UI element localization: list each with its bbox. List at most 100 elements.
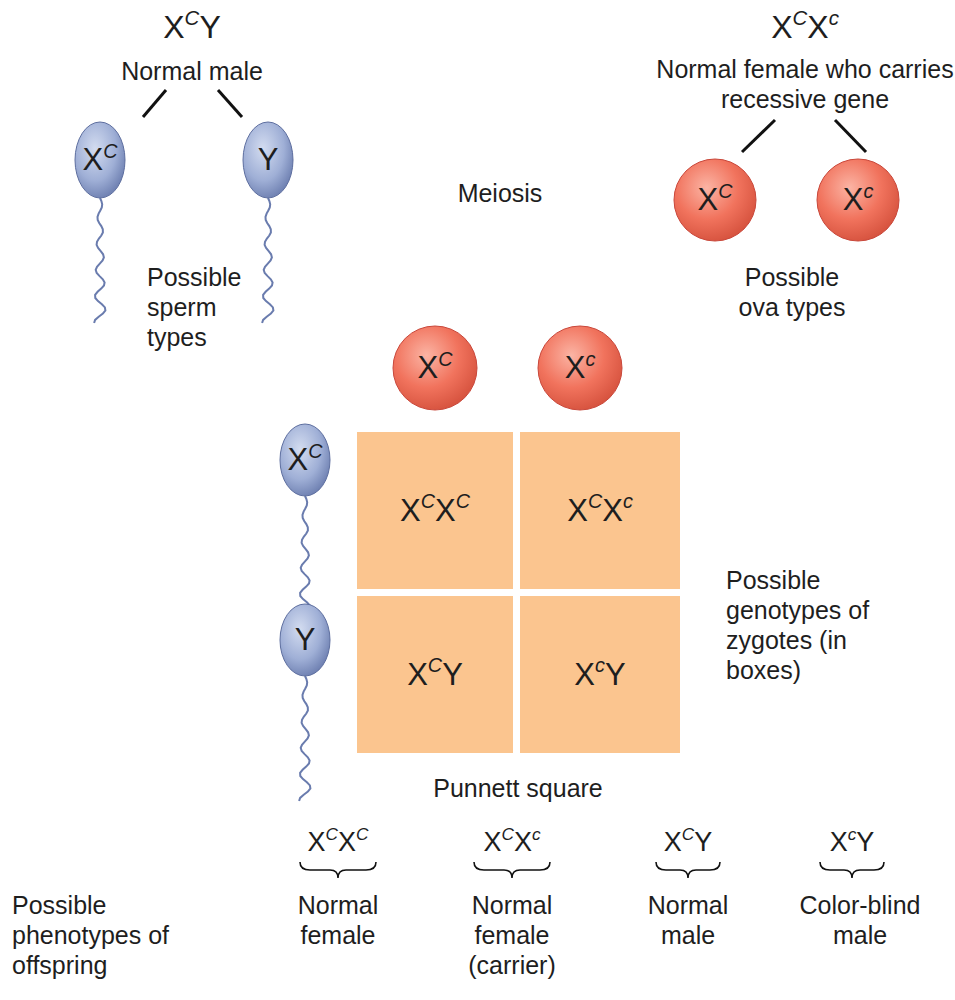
chromosome-letter: X xyxy=(514,827,532,857)
phenotype-label-text: Normal female (carrier) xyxy=(468,891,556,979)
braces xyxy=(300,862,884,878)
phenotype-heading: Possible phenotypes of offspring xyxy=(12,890,187,980)
allele-superscript: C xyxy=(428,654,442,676)
allele-superscript: C xyxy=(326,824,338,844)
allele-superscript: c xyxy=(585,348,595,370)
chromosome-letter: X xyxy=(830,827,848,857)
genotype-text: Y xyxy=(258,142,279,178)
genotype-text: Xc xyxy=(843,182,874,218)
sperm-tail xyxy=(299,676,310,801)
chromosome-letter: X xyxy=(287,442,308,477)
chromosome-letter: Y xyxy=(199,9,220,45)
allele-superscript: c xyxy=(532,824,541,844)
allele-superscript: C xyxy=(308,440,322,462)
allele-superscript: c xyxy=(623,490,633,512)
allele-superscript: c xyxy=(863,180,873,202)
offspring-genotype: XcY xyxy=(792,826,912,858)
zygote-label: Possible genotypes of zygotes (in boxes) xyxy=(726,565,901,685)
ovum-cell: XC xyxy=(673,158,757,242)
allele-superscript: C xyxy=(356,824,368,844)
chromosome-letter: X xyxy=(163,9,184,45)
parent-label-text: Normal male xyxy=(121,57,263,85)
sperm-tail xyxy=(299,496,310,621)
phenotype-label: Normal female xyxy=(283,890,393,950)
process-label-text: Meiosis xyxy=(458,179,543,207)
phenotype-label-text: Normal female xyxy=(298,891,379,949)
phenotype-label: Normal male xyxy=(633,890,743,950)
punnett-cell: XCXC xyxy=(357,432,513,589)
allele-superscript: c xyxy=(595,654,605,676)
chromosome-letter: X xyxy=(565,350,586,385)
allele-superscript: C xyxy=(421,490,435,512)
phenotype-label-text: Color-blind male xyxy=(800,891,921,949)
sperm-head: Y xyxy=(242,121,294,199)
chromosome-letter: X xyxy=(483,827,501,857)
allele-superscript: c xyxy=(848,824,857,844)
chromosome-letter: X xyxy=(338,827,356,857)
genotype-text: XCY xyxy=(407,657,463,693)
allele-superscript: C xyxy=(792,6,807,29)
allele-superscript: C xyxy=(588,490,602,512)
phenotype-heading-text: Possible phenotypes of offspring xyxy=(12,891,169,979)
parent-label-text: Normal female who carries recessive gene xyxy=(656,55,953,113)
brace xyxy=(820,862,884,878)
offspring-genotype: XCXC xyxy=(268,826,408,858)
chromosome-letter: X xyxy=(407,657,428,692)
chromosome-letter: Y xyxy=(605,657,626,692)
phenotype-label: Color-blind male xyxy=(780,890,940,950)
genotype-text: XC xyxy=(82,142,117,178)
gamete-label: Possible sperm types xyxy=(147,262,257,352)
chromosome-letter: X xyxy=(602,493,623,528)
gamete-label-text: Possible ova types xyxy=(738,263,845,321)
chromosome-letter: X xyxy=(664,827,682,857)
parent-label: Normal female who carries recessive gene xyxy=(655,54,955,114)
sperm-tail xyxy=(94,198,105,323)
chromosome-letter: X xyxy=(807,9,828,45)
sperm-tail xyxy=(262,198,273,323)
parent-genotype: XCY xyxy=(112,8,272,46)
chromosome-letter: Y xyxy=(295,622,316,657)
parent-label: Normal male xyxy=(92,56,292,86)
genotype-text: Y xyxy=(295,622,316,658)
gamete-label-text: Possible sperm types xyxy=(147,263,242,351)
genotype-text: XC xyxy=(417,350,452,386)
chromosome-letter: X xyxy=(574,657,595,692)
chromosome-letter: X xyxy=(567,493,588,528)
allele-superscript: C xyxy=(718,180,732,202)
genotype-text: XC xyxy=(697,182,732,218)
gamete-label: Possible ova types xyxy=(722,262,862,322)
genotype-text: XcY xyxy=(574,657,625,693)
brace xyxy=(474,862,550,878)
phenotype-label-text: Normal male xyxy=(648,891,729,949)
genotype-text: Xc xyxy=(565,350,596,386)
process-label: Meiosis xyxy=(420,178,580,208)
offspring-genotype: XCY xyxy=(628,826,748,858)
allele-superscript: C xyxy=(438,348,452,370)
sperm-head: Y xyxy=(279,603,331,677)
ovum-cell: Xc xyxy=(816,158,900,242)
brace xyxy=(300,862,376,878)
punnett-title: Punnett square xyxy=(398,773,638,803)
allele-superscript: C xyxy=(501,824,513,844)
punnett-cell: XCXc xyxy=(520,432,680,589)
phenotype-label: Normal female (carrier) xyxy=(457,890,567,980)
punnett-cell: XcY xyxy=(520,596,680,753)
zygote-label-text: Possible genotypes of zygotes (in boxes) xyxy=(726,566,869,684)
chromosome-letter: Y xyxy=(258,142,279,177)
allele-superscript: c xyxy=(829,6,839,29)
parent-genotype: XCXc xyxy=(715,8,895,46)
punnett-title-text: Punnett square xyxy=(433,774,603,802)
sperm-head: XC xyxy=(279,423,331,497)
chromosome-letter: X xyxy=(417,350,438,385)
chromosome-letter: X xyxy=(308,827,326,857)
allele-superscript: C xyxy=(185,6,200,29)
chromosome-letter: X xyxy=(82,142,103,177)
sperm-tails xyxy=(94,198,310,801)
chromosome-letter: X xyxy=(435,493,456,528)
punnett-cell: XCY xyxy=(357,596,513,753)
chromosome-letter: Y xyxy=(442,657,463,692)
sperm-head: XC xyxy=(74,121,126,199)
allele-superscript: C xyxy=(103,140,117,162)
allele-superscript: C xyxy=(456,490,470,512)
chromosome-letter: X xyxy=(843,182,864,217)
